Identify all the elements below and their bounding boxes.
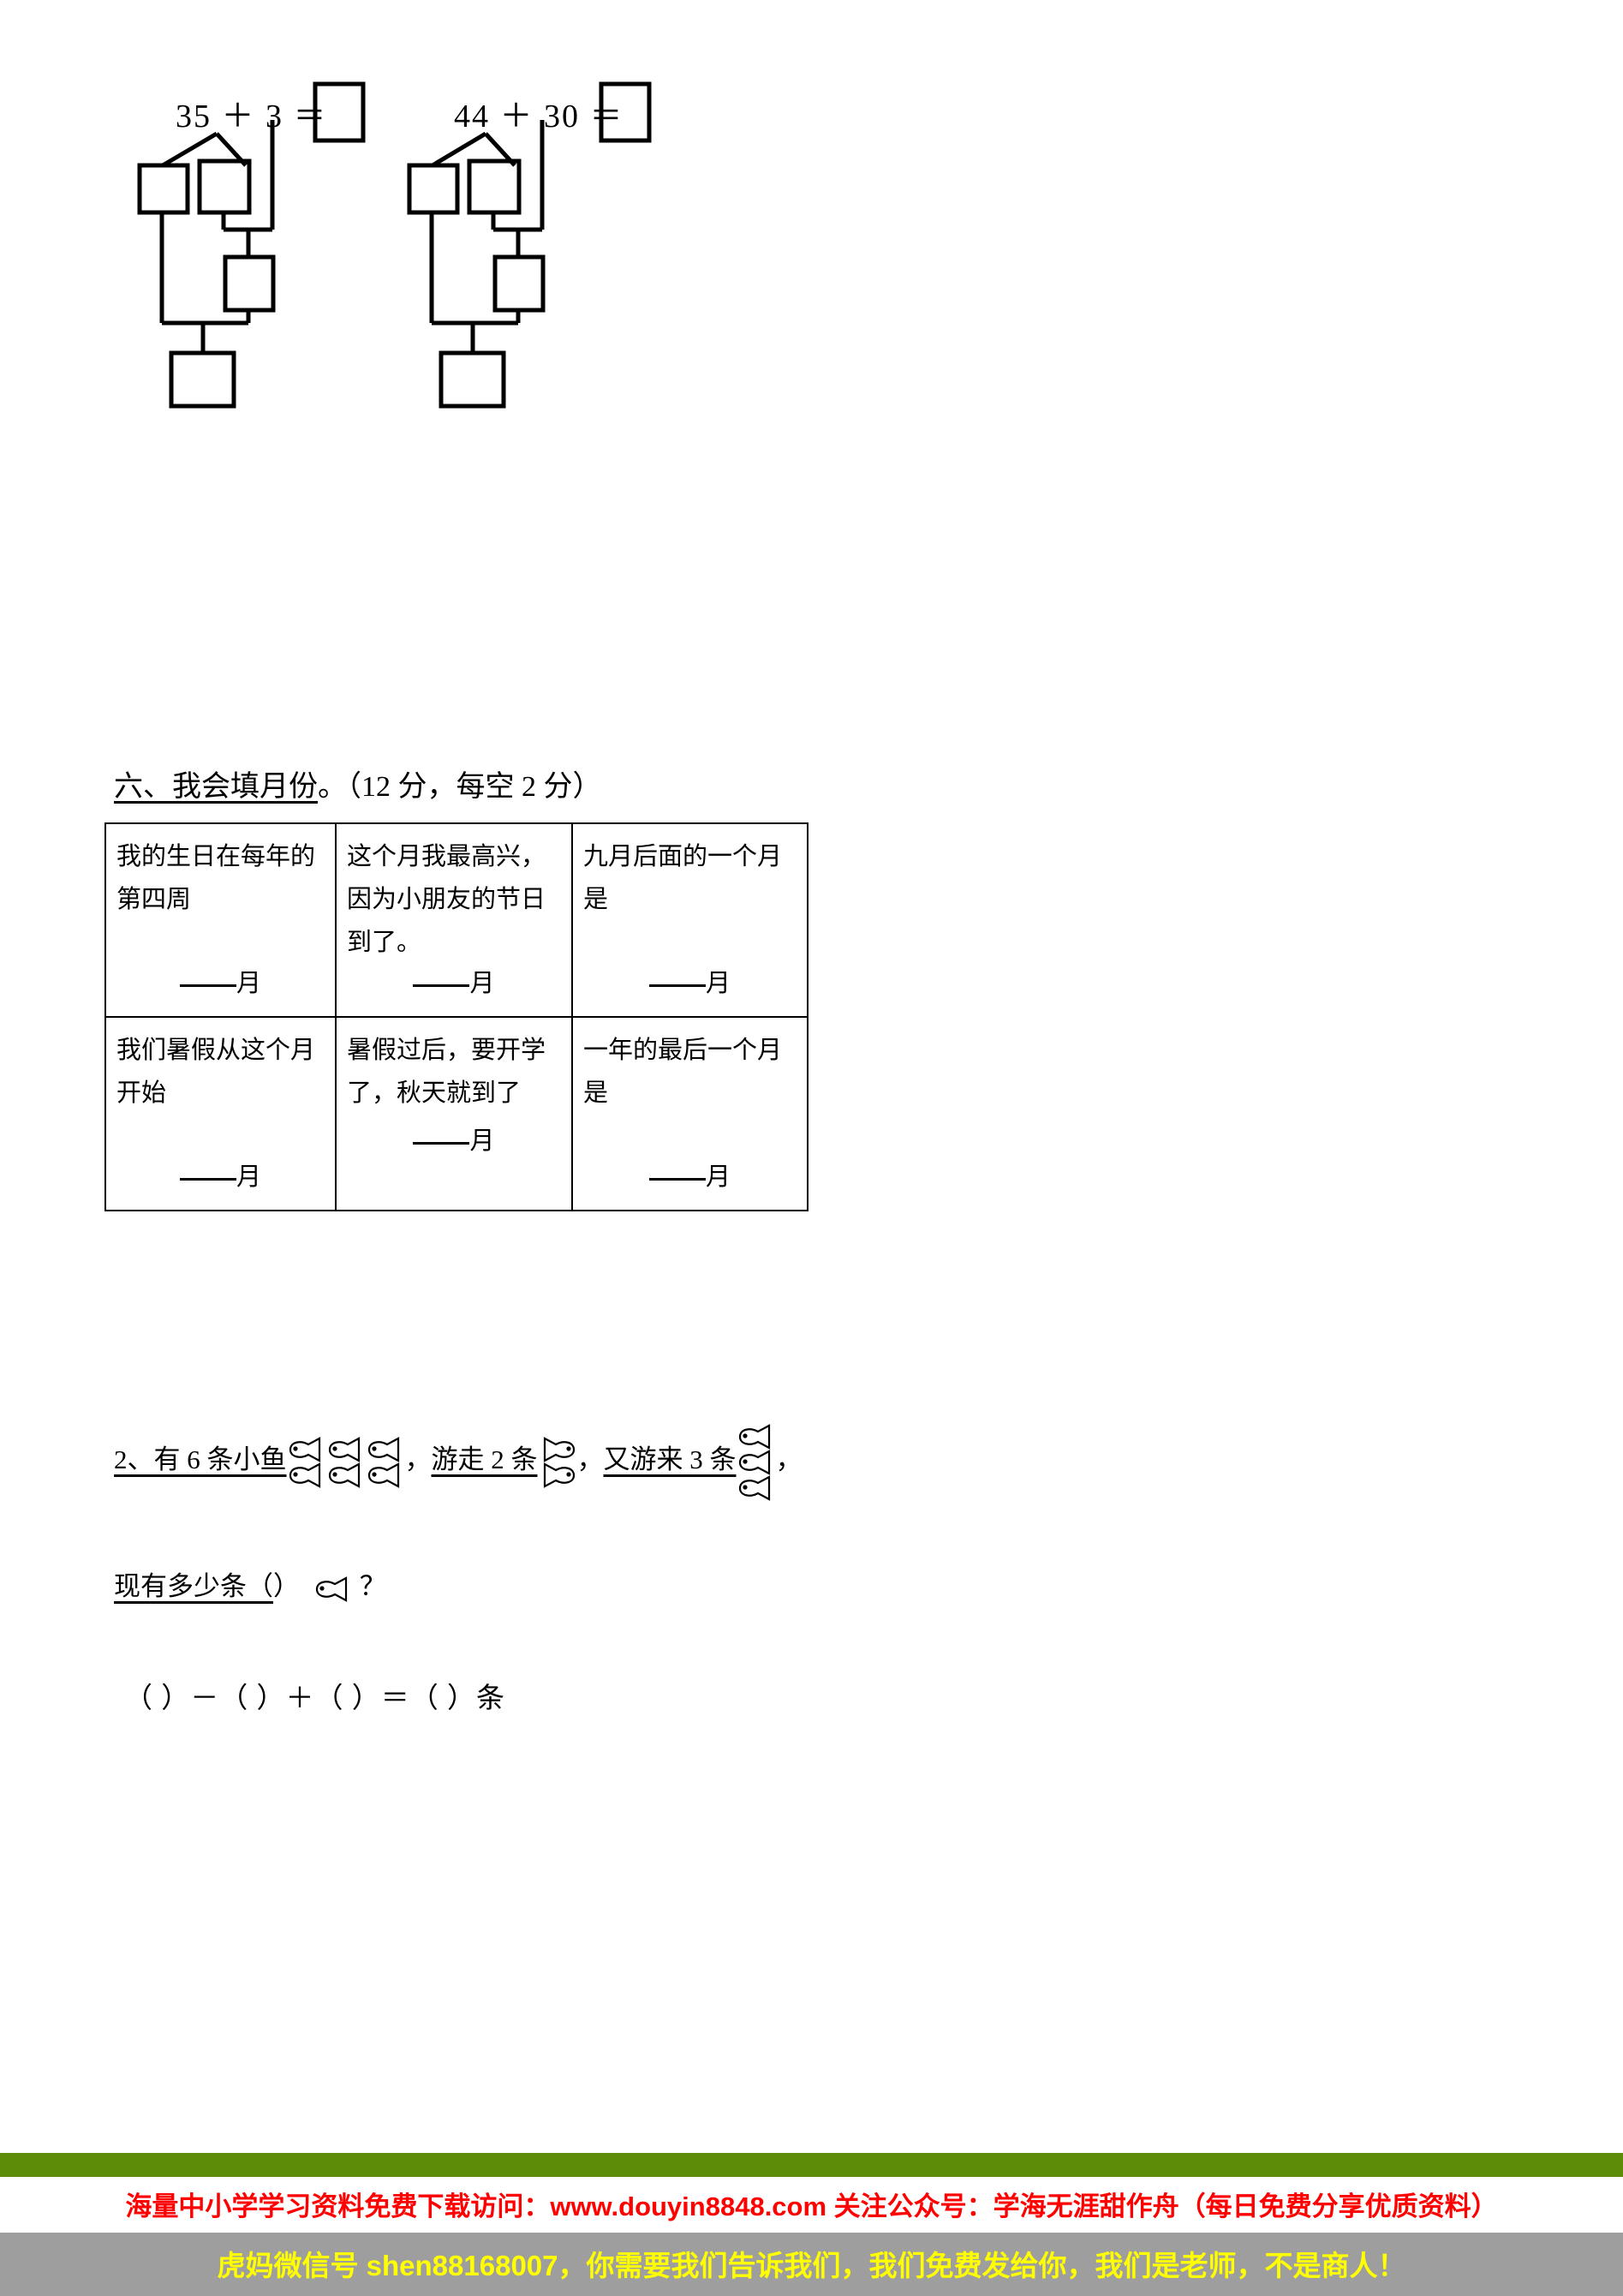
- fish-question-text[interactable]: 现有多少条（: [114, 1571, 273, 1601]
- month-suffix: 月: [705, 970, 731, 998]
- fish-problem-part2: 游走 2 条: [431, 1444, 538, 1475]
- fish-comma-3: ，: [775, 1444, 803, 1475]
- footer-banner: 海量中小学学习资料免费下载访问：www.douyin8848.com 关注公众号…: [0, 2153, 1623, 2296]
- fish-problem-part3: 又游来 3 条: [603, 1444, 737, 1475]
- footer-green-bar: [0, 2153, 1623, 2177]
- bond-partial-sum-box-2: [492, 254, 546, 313]
- cell-line: 第四周: [116, 885, 192, 913]
- fish-icon: [313, 1576, 353, 1602]
- fish-answer-equation[interactable]: （ ）－（ ）＋（ ）＝（ ）条: [124, 1683, 505, 1714]
- fish-problem-number: 2、: [114, 1444, 154, 1475]
- section-heading: 六、我会填月份。（12 分，每空 2 分）: [114, 762, 602, 804]
- bond-equation-2: 44 ＋ 30 ＝: [454, 99, 624, 135]
- table-cell-r1c3[interactable]: 九月后面的一个月 是 月: [571, 822, 809, 1018]
- fish-row: [737, 1475, 776, 1501]
- fish-icon: [538, 1437, 577, 1462]
- answer-blank-r1c2[interactable]: 月: [347, 963, 561, 1006]
- fish-row: [737, 1424, 776, 1450]
- fish-icon: [538, 1462, 577, 1488]
- blank-underline[interactable]: [179, 984, 236, 988]
- fish-comma-2: ，: [576, 1444, 604, 1475]
- fish-row: [737, 1450, 776, 1475]
- cell-line: 是: [583, 885, 609, 913]
- table-cell-r1c2[interactable]: 这个月我最高兴， 因为小朋友的节日 到了。 月: [335, 822, 573, 1018]
- table-cell-r2c1[interactable]: 我们暑假从这个月 开始 月: [104, 1016, 337, 1211]
- fish-row: [287, 1437, 405, 1462]
- blank-underline[interactable]: [648, 1177, 706, 1181]
- fish-question-mark: ？: [359, 1571, 386, 1601]
- fish-icon: [287, 1462, 326, 1488]
- bond-ones-box-2: [467, 158, 522, 215]
- section-heading-points: 。（12 分，每空 2 分）: [318, 771, 602, 803]
- table-cell-r1c1[interactable]: 我的生日在每年的 第四周 月: [104, 822, 337, 1018]
- fish-word-problem: 2、有 6 条小鱼: [114, 1424, 1313, 1501]
- cell-line: 了，秋天就到了: [347, 1079, 522, 1107]
- blank-underline[interactable]: [179, 1177, 236, 1181]
- month-fill-table: 我的生日在每年的 第四周 月 这个月我最高兴， 因为小朋友的节日 到了。 月: [104, 822, 809, 1211]
- month-suffix: 月: [236, 970, 261, 998]
- fish-group-two: [538, 1437, 577, 1488]
- answer-blank-r2c2[interactable]: 月: [347, 1121, 561, 1163]
- month-suffix: 月: [469, 1127, 495, 1155]
- fish-problem-part1: 有 6 条小鱼: [153, 1444, 287, 1475]
- bond-tens-box-1: [137, 163, 190, 215]
- table-row: 我们暑假从这个月 开始 月 暑假过后，要开学 了，秋天就到了 月: [104, 1016, 809, 1211]
- month-suffix: 月: [705, 1163, 731, 1192]
- blank-underline[interactable]: [648, 984, 706, 988]
- table-cell-r2c2[interactable]: 暑假过后，要开学 了，秋天就到了 月: [335, 1016, 573, 1211]
- table-cell-r2c3[interactable]: 一年的最后一个月 是 月: [571, 1016, 809, 1211]
- fish-icon: [366, 1462, 405, 1488]
- fish-icon: [287, 1437, 326, 1462]
- bond-partial-sum-box-1: [223, 254, 276, 313]
- bond-final-box-1: [169, 350, 236, 409]
- fish-icon: [737, 1424, 776, 1450]
- fish-question-line: 现有多少条（） ？: [114, 1564, 386, 1603]
- cell-line: 开始: [116, 1079, 167, 1107]
- fish-group-six: [287, 1437, 405, 1488]
- bond-answer-box-2: [599, 81, 652, 143]
- number-bond-section: 35 ＋ 3 ＝ 44 ＋ 30 ＝: [0, 0, 1623, 428]
- fish-icon: [326, 1437, 366, 1462]
- fish-row: [538, 1437, 577, 1462]
- answer-blank-r2c3[interactable]: 月: [583, 1157, 797, 1199]
- bond-diagram-svg: [137, 81, 652, 409]
- bond-final-box-2: [439, 350, 506, 409]
- cell-line: 因为小朋友的节日: [347, 885, 546, 913]
- fish-comma-1: ，: [404, 1444, 432, 1475]
- fish-icon: [737, 1475, 776, 1501]
- answer-blank-r2c1[interactable]: 月: [116, 1157, 325, 1199]
- cell-line: 暑假过后，要开学: [347, 1037, 546, 1064]
- cell-line: 这个月我最高兴，: [347, 843, 546, 870]
- cell-line: 九月后面的一个月: [583, 843, 783, 870]
- cell-line: 是: [583, 1079, 609, 1107]
- table-row: 我的生日在每年的 第四周 月 这个月我最高兴， 因为小朋友的节日 到了。 月: [104, 822, 809, 1018]
- bond-answer-box-1: [313, 81, 366, 143]
- fish-icon: [326, 1462, 366, 1488]
- fish-icon: [737, 1450, 776, 1475]
- cell-line: 我的生日在每年的: [116, 843, 316, 870]
- answer-blank-r1c1[interactable]: 月: [116, 963, 325, 1006]
- fish-question-close: ）: [273, 1571, 300, 1601]
- bond-equation-1: 35 ＋ 3 ＝: [176, 99, 328, 135]
- fish-problem-line-1: 2、有 6 条小鱼: [114, 1424, 1313, 1501]
- fish-group-three: [737, 1424, 776, 1501]
- answer-blank-r1c3[interactable]: 月: [583, 963, 797, 1006]
- cell-line: 我们暑假从这个月: [116, 1037, 316, 1064]
- cell-line: 到了。: [347, 928, 422, 956]
- fish-icon: [366, 1437, 405, 1462]
- cell-line: 一年的最后一个月: [583, 1037, 783, 1064]
- month-suffix: 月: [469, 970, 495, 998]
- fish-row: [287, 1462, 405, 1488]
- footer-red-text: 海量中小学学习资料免费下载访问：www.douyin8848.com 关注公众号…: [0, 2177, 1623, 2233]
- blank-underline[interactable]: [413, 984, 470, 988]
- month-suffix: 月: [236, 1163, 261, 1192]
- bond-tens-box-2: [407, 163, 460, 215]
- bond-ones-box-1: [197, 158, 252, 215]
- footer-yellow-text: 虎妈微信号 shen88168007，你需要我们告诉我们，我们免费发给你，我们是…: [0, 2233, 1623, 2296]
- blank-underline[interactable]: [413, 1141, 470, 1145]
- section-heading-underlined: 六、我会填月份: [114, 771, 318, 803]
- fish-row: [538, 1462, 577, 1488]
